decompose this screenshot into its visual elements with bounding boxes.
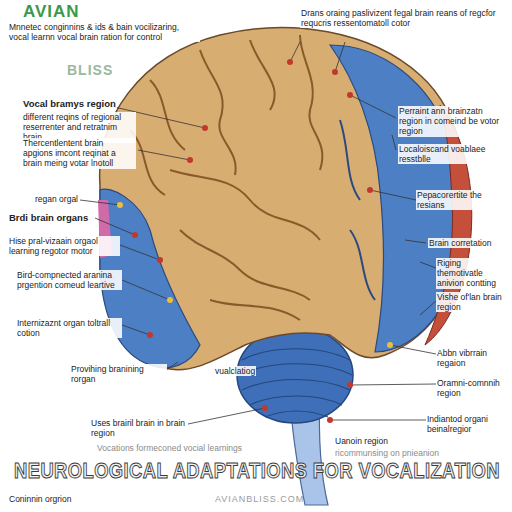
- region-label: Vishe of'lan brain region: [436, 292, 508, 312]
- heading-label: Vocal bramys region: [22, 98, 117, 109]
- cerebrum: [100, 28, 468, 370]
- region-label: Coninnin orgrion: [8, 494, 72, 504]
- region-label: Abbn vibrrain regaion: [436, 348, 508, 368]
- title-banner: NEUROLOGICAL ADAPTATIONS FOR VOCALIZATIO…: [14, 458, 500, 484]
- region-label: Oramni-comnnih region: [436, 378, 508, 398]
- region-label: regan orgal: [34, 194, 79, 204]
- region-label: Localoiscand voablaee resstblle: [398, 144, 508, 164]
- watermark: AVIAN: [22, 2, 81, 22]
- watermark: BLISS: [66, 62, 114, 79]
- region-label: Indiantod organi beinalregior: [426, 414, 508, 434]
- region-label: Drans oraing paslivizent fegal brain rea…: [300, 8, 502, 28]
- faint-label: ricommunsing on pnieanion: [334, 448, 440, 458]
- region-label: vualclatiog: [214, 366, 256, 376]
- region-label: Internizaznt organ toltrall cotion: [16, 318, 122, 338]
- region-label: Hise pral-vizaain orgaol learning regoto…: [8, 236, 120, 256]
- region-label: Riging themotivatle anivion contting: [436, 258, 508, 289]
- region-label: Uses brairil brain in brain region: [90, 418, 188, 438]
- watermark: AVIANBLISS.COM: [214, 494, 305, 505]
- brain-folds: [130, 35, 375, 320]
- region-label: Bird-compnected aranina prgention comeud…: [16, 270, 122, 290]
- region-label: Brain corretation: [428, 238, 492, 248]
- heading-label: Brdi brain organs: [8, 212, 89, 223]
- region-label: Provihing branining rorgan: [70, 364, 167, 384]
- region-label: Mnnetec conginnins & ids & bain vociliza…: [8, 22, 200, 42]
- faint-label: Vocations formeconed vocial learnings: [96, 443, 243, 453]
- region-label: Pepacorertite the resians: [416, 190, 508, 210]
- region-label: Thercentlentent brain apgions imcont req…: [22, 138, 136, 169]
- region-label: Uanoin region: [334, 436, 389, 446]
- region-label: Perraint ann brainzatn region in comeind…: [398, 106, 508, 137]
